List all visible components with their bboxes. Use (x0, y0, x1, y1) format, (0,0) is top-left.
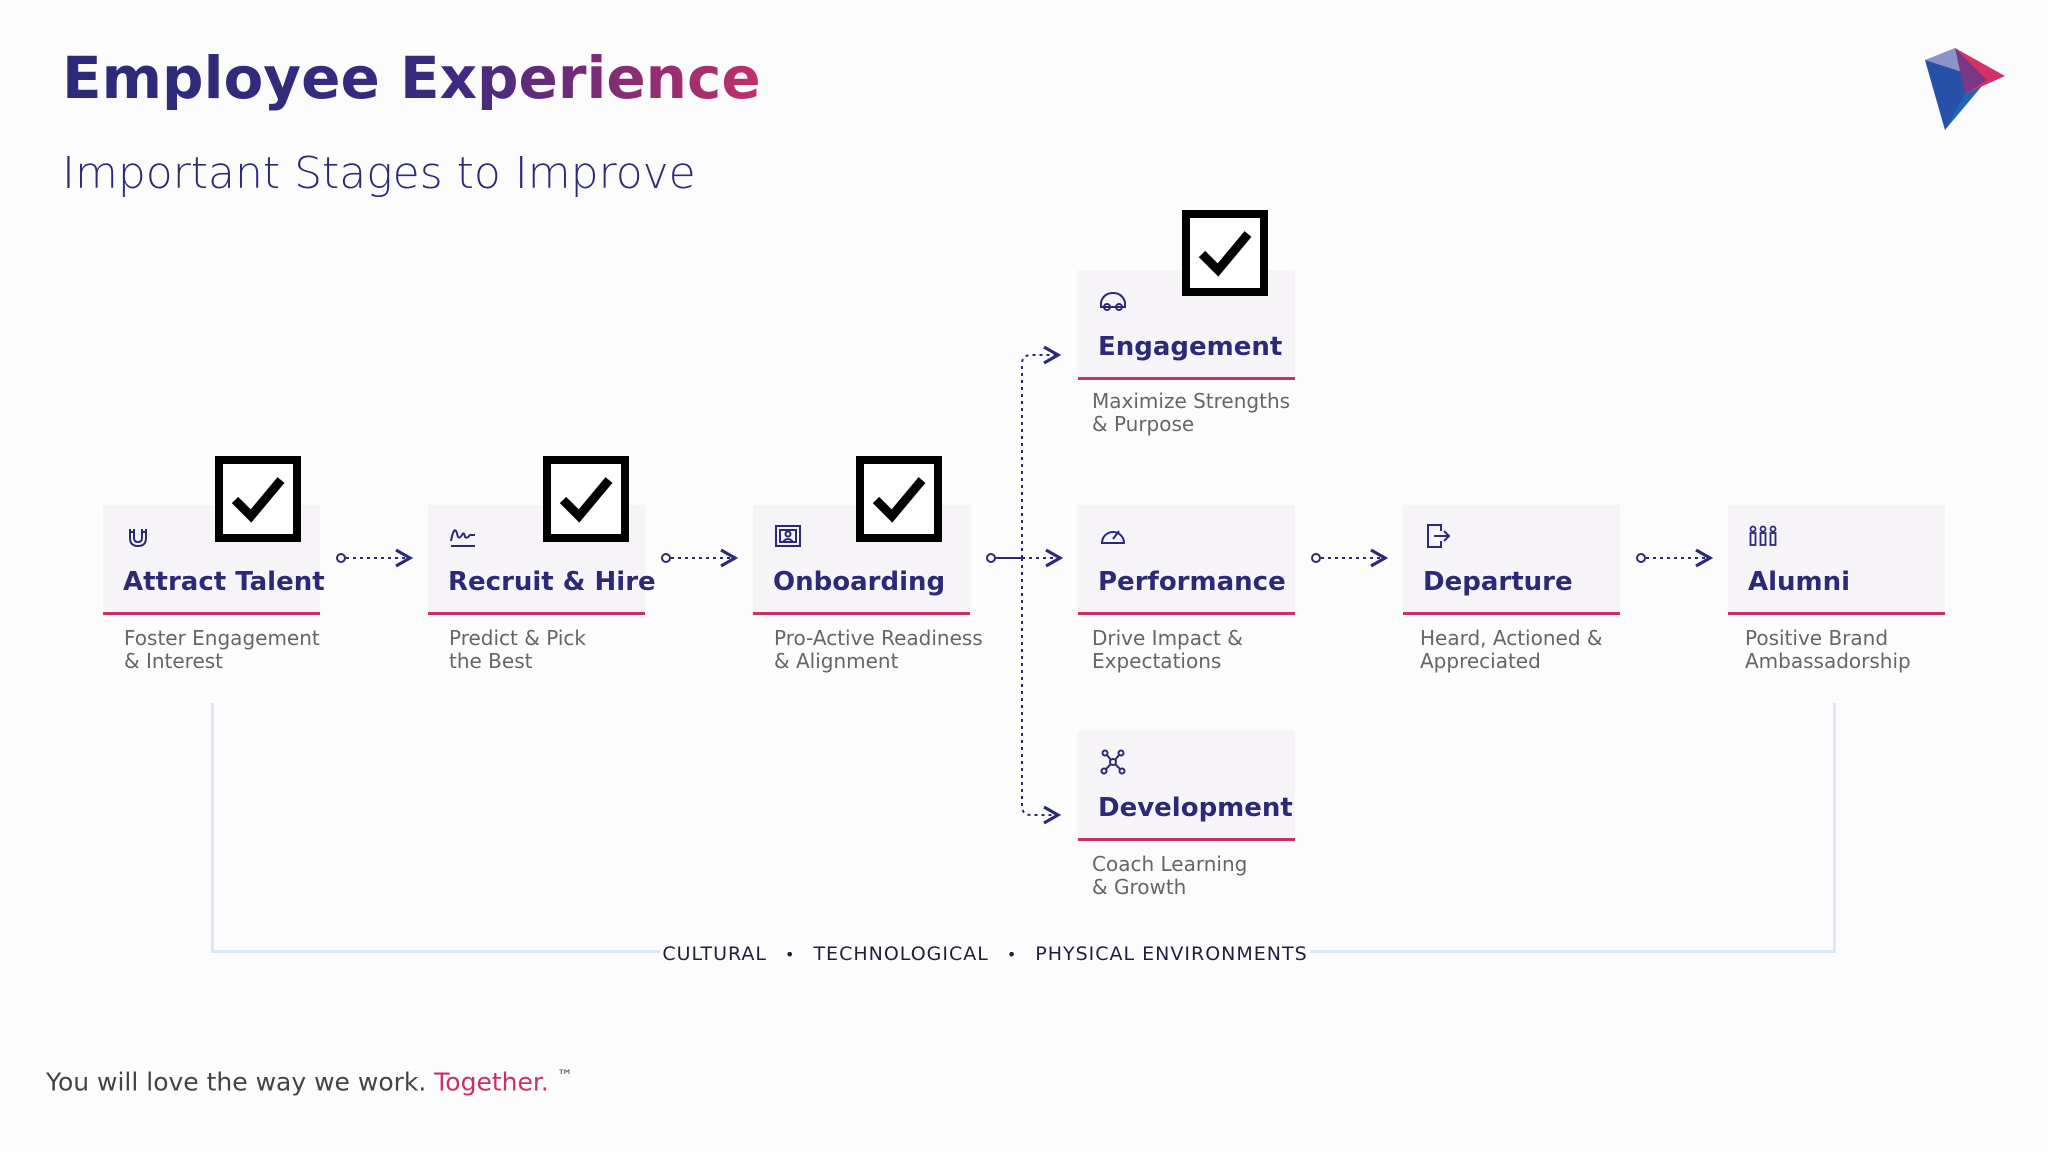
stage-name: Performance (1098, 567, 1286, 597)
page-title: Employee Experience (62, 44, 761, 112)
stage-description: Maximize Strengths& Purpose (1092, 389, 1291, 436)
network-icon (1100, 749, 1126, 775)
arrow-onboarding-branch (986, 345, 1064, 825)
stage-departure: Departure (1403, 505, 1620, 615)
speedometer-icon (1100, 530, 1126, 544)
tagline-text: You will love the way we work. (46, 1067, 435, 1097)
signature-icon (450, 529, 475, 547)
env-physical: PHYSICAL ENVIRONMENTS (1035, 943, 1308, 965)
id-card-icon (775, 525, 801, 547)
arrow-departure-alumni (1636, 548, 1714, 568)
brand-play-logo (1925, 48, 2005, 130)
stage-description: Drive Impact &Expectations (1092, 626, 1243, 673)
stage-name: Departure (1423, 567, 1573, 597)
stage-name: Development (1098, 793, 1293, 823)
trademark-mark: ™ (556, 1066, 573, 1085)
stage-name: Attract Talent (123, 567, 325, 597)
checkbox-checked-icon (215, 456, 301, 542)
arrow-attract-recruit (336, 548, 414, 568)
page-subtitle: Important Stages to Improve (62, 148, 696, 199)
stage-description: Pro-Active Readiness& Alignment (774, 626, 983, 673)
env-technological: TECHNOLOGICAL (813, 943, 989, 965)
environments-label: CULTURAL • TECHNOLOGICAL • PHYSICAL ENVI… (660, 940, 1310, 968)
tagline-accent: Together. (434, 1067, 549, 1097)
people-group-icon (1749, 525, 1777, 546)
stage-development: Development (1078, 731, 1295, 841)
arrow-performance-departure (1311, 548, 1389, 568)
car-icon (1100, 291, 1126, 311)
stage-name: Recruit & Hire (448, 567, 656, 597)
exit-door-icon (1427, 524, 1451, 548)
checkbox-checked-icon (543, 456, 629, 542)
magnet-icon (129, 529, 147, 548)
stage-name: Alumni (1748, 567, 1851, 597)
stage-description: Coach Learning& Growth (1092, 852, 1248, 899)
stage-description: Foster Engagement& Interest (124, 626, 320, 673)
stage-name: Engagement (1098, 332, 1283, 362)
checkbox-checked-icon (856, 456, 942, 542)
stage-alumni: Alumni (1728, 505, 1945, 615)
env-cultural: CULTURAL (662, 943, 768, 965)
arrow-recruit-onboarding (661, 548, 739, 568)
stage-description: Heard, Actioned &Appreciated (1420, 626, 1603, 673)
env-separator: • (1006, 944, 1018, 964)
environment-bracket (211, 703, 1836, 953)
env-separator: • (785, 944, 796, 964)
stage-name: Onboarding (773, 567, 946, 597)
checkbox-checked-icon (1182, 210, 1268, 296)
footer-tagline: You will love the way we work. Together.… (46, 1066, 573, 1096)
stage-performance: Performance (1078, 505, 1295, 615)
